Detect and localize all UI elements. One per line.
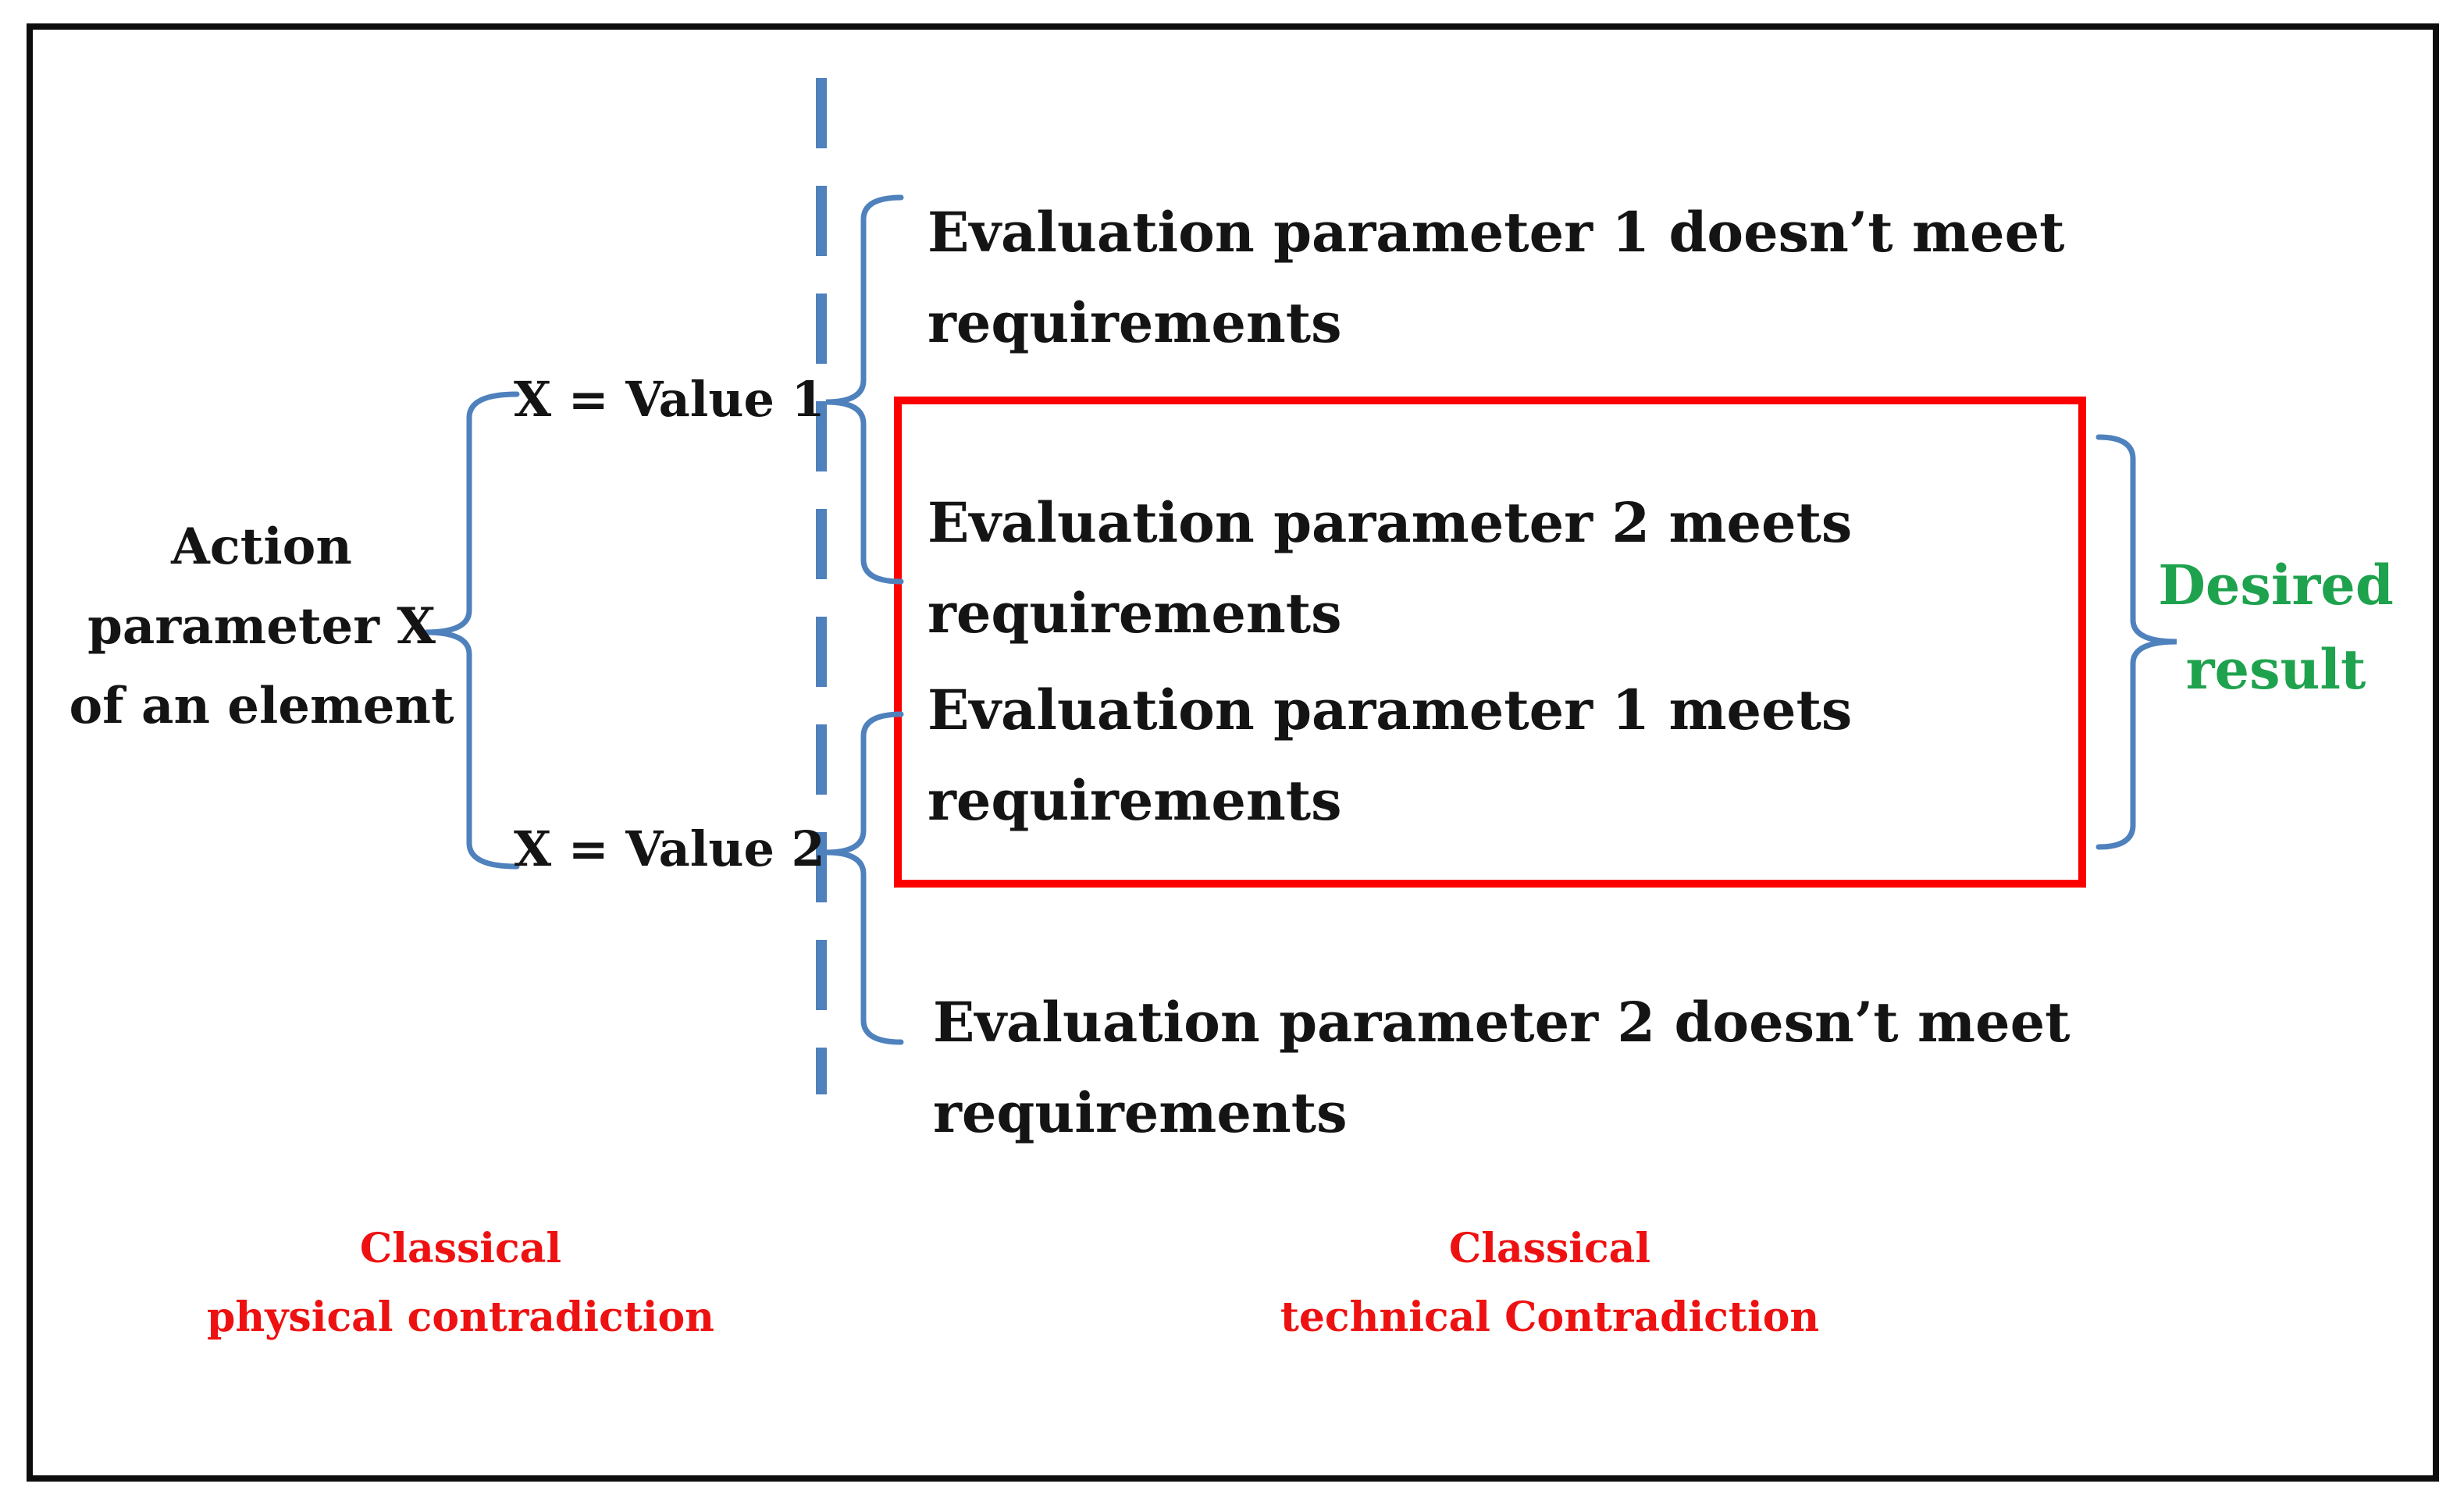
classical-physical-line-1: Classical [359,1225,562,1272]
eval-param-2-line-1: Evaluation parameter 2 meets [928,490,1853,555]
classical-technical-line-1: Classical [1448,1225,1651,1272]
eval-param-1-line-2: requirements [928,290,1342,355]
classical-physical-contradiction-label: Classical physical contradiction [187,1215,734,1352]
classical-technical-contradiction-label: Classical technical Contradiction [1237,1215,1862,1352]
action-parameter-line-3: of an element [69,677,454,735]
action-parameter-line-1: Action [171,518,352,576]
eval-param-4-line-1: Evaluation parameter 2 doesn’t meet [933,990,2071,1055]
value-2-label: X = Value 2 [514,820,825,877]
classical-technical-line-2: technical Contradiction [1280,1293,1820,1341]
eval-param-1-line-1: Evaluation parameter 1 doesn’t meet [928,200,2065,265]
eval-param-2-text: Evaluation parameter 2 meets requirement… [928,478,1852,659]
action-parameter-brace [425,391,520,870]
value-2-brace [825,711,904,1045]
desired-result-brace [2095,434,2177,850]
action-parameter-label: Action parameter X of an element [55,507,468,746]
value-1-brace [825,194,904,585]
desired-result-label: Desired result [2135,543,2416,712]
eval-param-3-line-2: requirements [928,768,1342,833]
desired-result-line-1: Desired [2158,553,2394,617]
eval-param-2-line-2: requirements [928,581,1342,646]
highlight-box [894,397,2086,888]
classical-physical-line-2: physical contradiction [207,1293,714,1341]
eval-param-1-text: Evaluation parameter 1 doesn’t meet requ… [928,187,2064,368]
eval-param-4-text: Evaluation parameter 2 doesn’t meet requ… [933,977,2070,1158]
outer-frame [27,23,2439,1482]
eval-param-3-text: Evaluation parameter 1 meets requirement… [928,665,1852,846]
eval-param-3-line-1: Evaluation parameter 1 meets [928,678,1853,742]
eval-param-4-line-2: requirements [933,1080,1348,1145]
value-1-label: X = Value 1 [514,371,825,428]
action-parameter-line-2: parameter X [87,597,436,656]
desired-result-line-2: result [2185,637,2366,702]
